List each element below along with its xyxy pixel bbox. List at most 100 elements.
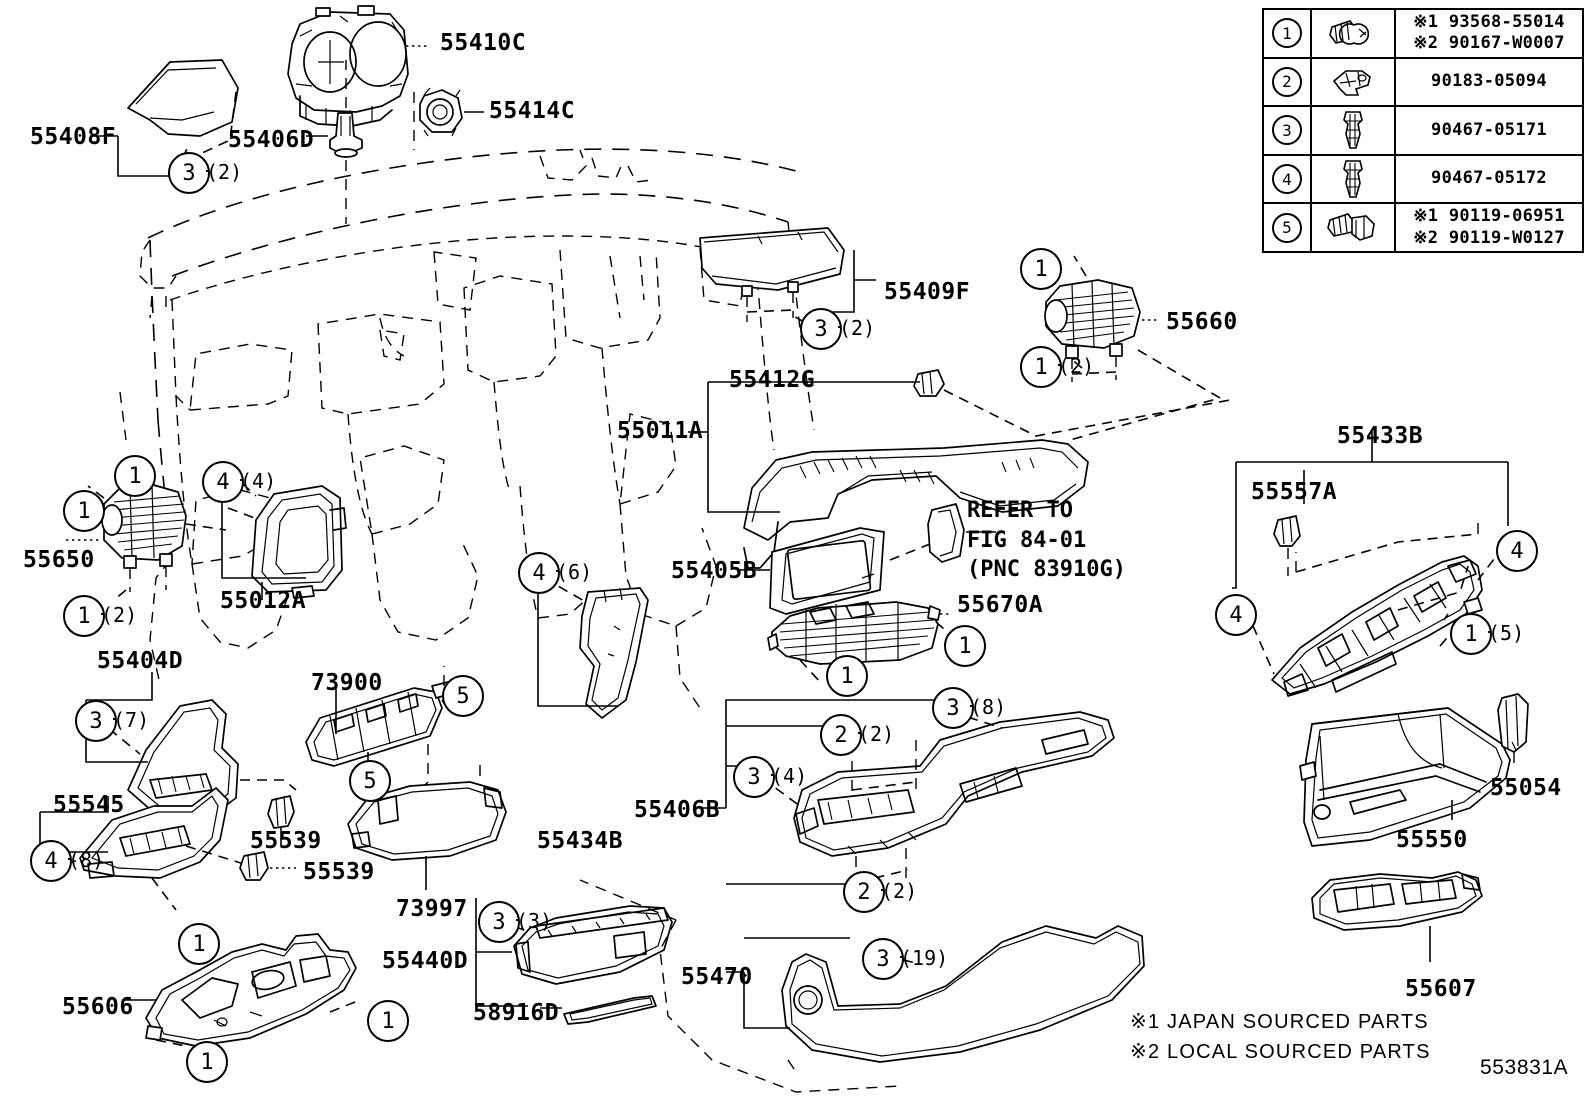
callout-qty: (2) <box>101 603 138 627</box>
legend-ref-number: 4 <box>1272 164 1302 195</box>
callout-ref-3: 3 <box>862 938 904 980</box>
part-art-55406D <box>306 60 363 224</box>
legend-ref-number: 1 <box>1272 18 1302 49</box>
callout-qty: (2) <box>881 879 918 903</box>
callout-ref-1: 1 <box>186 1041 228 1083</box>
callout-ref-3: 3 <box>800 308 842 350</box>
part-label-73900: 73900 <box>311 670 383 696</box>
footnote-local-sourced: ※2 LOCAL SOURCED PARTS <box>1130 1041 1431 1063</box>
part-art-55670A <box>767 601 953 685</box>
part-art-55408F <box>90 59 239 177</box>
legend-part-codes: 90183-05094 <box>1396 59 1582 106</box>
callout-qty-connector <box>206 170 208 172</box>
part-label-55414C: 55414C <box>489 98 576 124</box>
part-art-55470 <box>579 879 1145 1093</box>
callout-ref-3: 3 <box>733 756 775 798</box>
callout-ref-4: 4 <box>202 461 244 503</box>
callout-ref-3: 3 <box>932 687 974 729</box>
callout-qty: (19) <box>900 946 949 970</box>
refer-line-2: FIG 84-01 <box>967 527 1087 553</box>
callout-ref-5: 5 <box>442 675 484 717</box>
legend-part-codes: 90467-05172 <box>1396 156 1582 203</box>
callout-ref-1: 1 <box>1020 248 1062 290</box>
part-label-55412G: 55412G <box>729 367 816 393</box>
callout-ref-1: 1 <box>944 625 986 667</box>
part-label-58916D: 58916D <box>473 1000 560 1026</box>
part-label-55550: 55550 <box>1396 827 1468 853</box>
callout-ref-1: 1 <box>1450 613 1492 655</box>
callout-qty-connector <box>101 613 103 615</box>
dashboard-phantom-outline <box>119 148 815 709</box>
part-art-refer-bracket <box>927 503 996 563</box>
figure-number: 553831A <box>1480 1056 1569 1079</box>
callout-ref-1: 1 <box>63 595 105 637</box>
tapping-screw-icon <box>1312 204 1396 251</box>
part-art-55434B <box>537 577 649 719</box>
refer-line-3: (PNC 83910G) <box>967 557 1126 583</box>
callout-qty: (8) <box>68 848 105 872</box>
part-art-55660 <box>1044 255 1223 441</box>
legend-ref-cell: 5 <box>1264 204 1312 251</box>
callout-qty-connector <box>838 326 840 328</box>
part-art-55409F <box>699 227 876 323</box>
fastener-legend-table: 1 ※1 93568-55014※2 90167-W0007 2 90183-0509… <box>1262 8 1584 253</box>
part-label-55406B: 55406B <box>634 797 721 823</box>
part-label-55433B: 55433B <box>1337 423 1424 449</box>
part-label-55410C: 55410C <box>440 30 527 56</box>
callout-qty-connector <box>68 858 70 860</box>
legend-row: 1 ※1 93568-55014※2 90167-W0007 <box>1264 10 1582 59</box>
callout-qty: (4) <box>240 469 277 493</box>
legend-part-codes: ※1 90119-06951※2 90119-W0127 <box>1396 204 1582 251</box>
callout-qty-connector <box>900 956 902 958</box>
callout-qty-connector <box>240 479 242 481</box>
callout-qty: (4) <box>771 764 808 788</box>
part-label-55470: 55470 <box>681 964 753 990</box>
callout-qty-connector <box>881 889 883 891</box>
legend-ref-cell: 1 <box>1264 10 1312 57</box>
part-art-55607 <box>1311 871 1483 962</box>
part-art-55650 <box>66 461 227 601</box>
legend-part-codes: 90467-05171 <box>1396 107 1582 154</box>
callout-qty: (8) <box>970 695 1007 719</box>
callout-ref-4: 4 <box>518 552 560 594</box>
callout-ref-1: 1 <box>178 923 220 965</box>
callout-ref-5: 5 <box>349 760 391 802</box>
callout-qty-connector <box>1058 364 1060 366</box>
legend-code: 90467-05171 <box>1431 119 1547 140</box>
callout-ref-1: 1 <box>826 655 868 697</box>
callout-qty-connector <box>516 919 518 921</box>
part-label-55607: 55607 <box>1405 976 1477 1002</box>
callout-ref-1: 1 <box>63 490 105 532</box>
part-label-73997: 73997 <box>396 896 468 922</box>
footnote-japan-sourced: ※1 JAPAN SOURCED PARTS <box>1130 1011 1429 1033</box>
part-art-58916D <box>540 995 657 1025</box>
callout-qty: (5) <box>1488 621 1525 645</box>
push-clip-icon <box>1312 155 1396 203</box>
callout-ref-1: 1 <box>1020 346 1062 388</box>
legend-ref-cell: 2 <box>1264 58 1312 106</box>
callout-ref-4: 4 <box>1215 594 1257 636</box>
part-art-55414C <box>413 87 484 150</box>
part-label-55406D: 55406D <box>228 127 315 153</box>
callout-ref-2: 2 <box>843 871 885 913</box>
part-label-55405B: 55405B <box>671 558 758 584</box>
part-art-55557A <box>1273 470 1305 576</box>
part-label-55408F: 55408F <box>30 124 117 150</box>
part-art-55606 <box>122 933 361 1047</box>
part-art-73997 <box>347 762 507 890</box>
callout-qty: (2) <box>839 316 876 340</box>
part-label-55545: 55545 <box>53 792 125 818</box>
clip-nut-icon <box>1312 58 1396 106</box>
legend-code: ※2 90119-W0127 <box>1413 227 1565 248</box>
callout-qty-connector <box>556 570 558 572</box>
callout-qty: (7) <box>113 708 150 732</box>
callout-ref-1: 1 <box>114 455 156 497</box>
legend-row: 2 90183-05094 <box>1264 58 1582 108</box>
callout-ref-1: 1 <box>367 1000 409 1042</box>
legend-row: 4 90467-05172 <box>1264 155 1582 205</box>
legend-row: 5 ※1 90119-06951※2 90119-W0127 <box>1264 204 1582 251</box>
part-art-55545 <box>39 787 245 911</box>
legend-ref-cell: 4 <box>1264 155 1312 203</box>
legend-part-codes: ※1 93568-55014※2 90167-W0007 <box>1396 10 1582 57</box>
